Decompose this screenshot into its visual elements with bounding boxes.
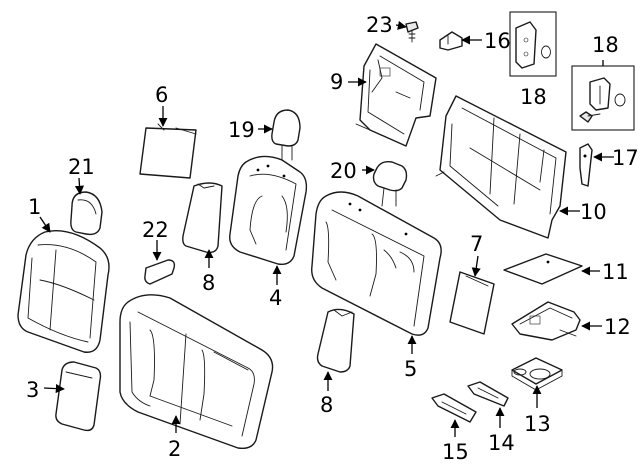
callout-5: 5 xyxy=(404,357,417,381)
cup-holder-part[interactable] xyxy=(511,357,563,391)
callout-12: 12 xyxy=(604,315,631,339)
callout-22: 22 xyxy=(142,218,169,242)
tray-bracket-part[interactable] xyxy=(511,301,581,341)
callout-9: 9 xyxy=(330,70,343,94)
bolster-trim-upper-part[interactable] xyxy=(182,182,223,254)
callout-18-upper: 18 xyxy=(592,33,619,57)
floor-panel-part[interactable] xyxy=(503,253,583,285)
seat-back-frame-large-part[interactable] xyxy=(435,95,567,239)
seat-back-frame-part[interactable] xyxy=(355,43,437,147)
back-panel-part[interactable] xyxy=(139,123,197,179)
screw-part[interactable] xyxy=(405,21,419,43)
hinge-part[interactable] xyxy=(579,143,593,187)
callout-15: 15 xyxy=(442,440,469,464)
callout-1: 1 xyxy=(28,195,41,219)
seat-back-cushion-middle-part[interactable] xyxy=(229,155,308,266)
callout-8-lower: 8 xyxy=(320,393,333,417)
armrest-pad-part[interactable] xyxy=(55,361,102,432)
callout-18-lower: 18 xyxy=(520,85,547,109)
small-pad-part[interactable] xyxy=(144,259,176,285)
headrest-center-part[interactable] xyxy=(372,160,408,207)
headrest-small-part[interactable] xyxy=(70,191,103,236)
latch-bezel-part[interactable] xyxy=(431,393,477,423)
callout-11: 11 xyxy=(602,260,629,284)
seat-cushion-part[interactable] xyxy=(119,294,274,450)
callout-21: 21 xyxy=(68,155,95,179)
callout-14: 14 xyxy=(488,431,515,455)
callout-8-upper: 8 xyxy=(202,271,215,295)
headrest-with-posts-part[interactable] xyxy=(271,109,301,163)
hinge-bracket-part[interactable] xyxy=(439,31,463,51)
callout-6: 6 xyxy=(155,83,168,107)
callout-13: 13 xyxy=(524,412,551,436)
callout-17: 17 xyxy=(612,146,639,170)
callout-19: 19 xyxy=(228,118,255,142)
seat-back-cushion-large-part[interactable] xyxy=(311,191,442,336)
seat-back-cushion-left-part[interactable] xyxy=(17,230,110,353)
rear-panel-part[interactable] xyxy=(449,271,495,335)
callout-16: 16 xyxy=(484,29,511,53)
callout-20: 20 xyxy=(330,159,357,183)
callout-10: 10 xyxy=(580,200,607,224)
callout-7: 7 xyxy=(470,232,483,256)
latch-bracket-kit-right-part[interactable] xyxy=(571,65,635,131)
callout-3: 3 xyxy=(26,378,39,402)
latch-trim-part[interactable] xyxy=(467,381,509,407)
latch-bracket-kit-upper-part[interactable] xyxy=(509,11,557,77)
callout-2: 2 xyxy=(168,437,181,461)
bolster-trim-lower-part[interactable] xyxy=(316,308,355,373)
callout-23: 23 xyxy=(366,13,393,37)
callout-4: 4 xyxy=(269,286,282,310)
